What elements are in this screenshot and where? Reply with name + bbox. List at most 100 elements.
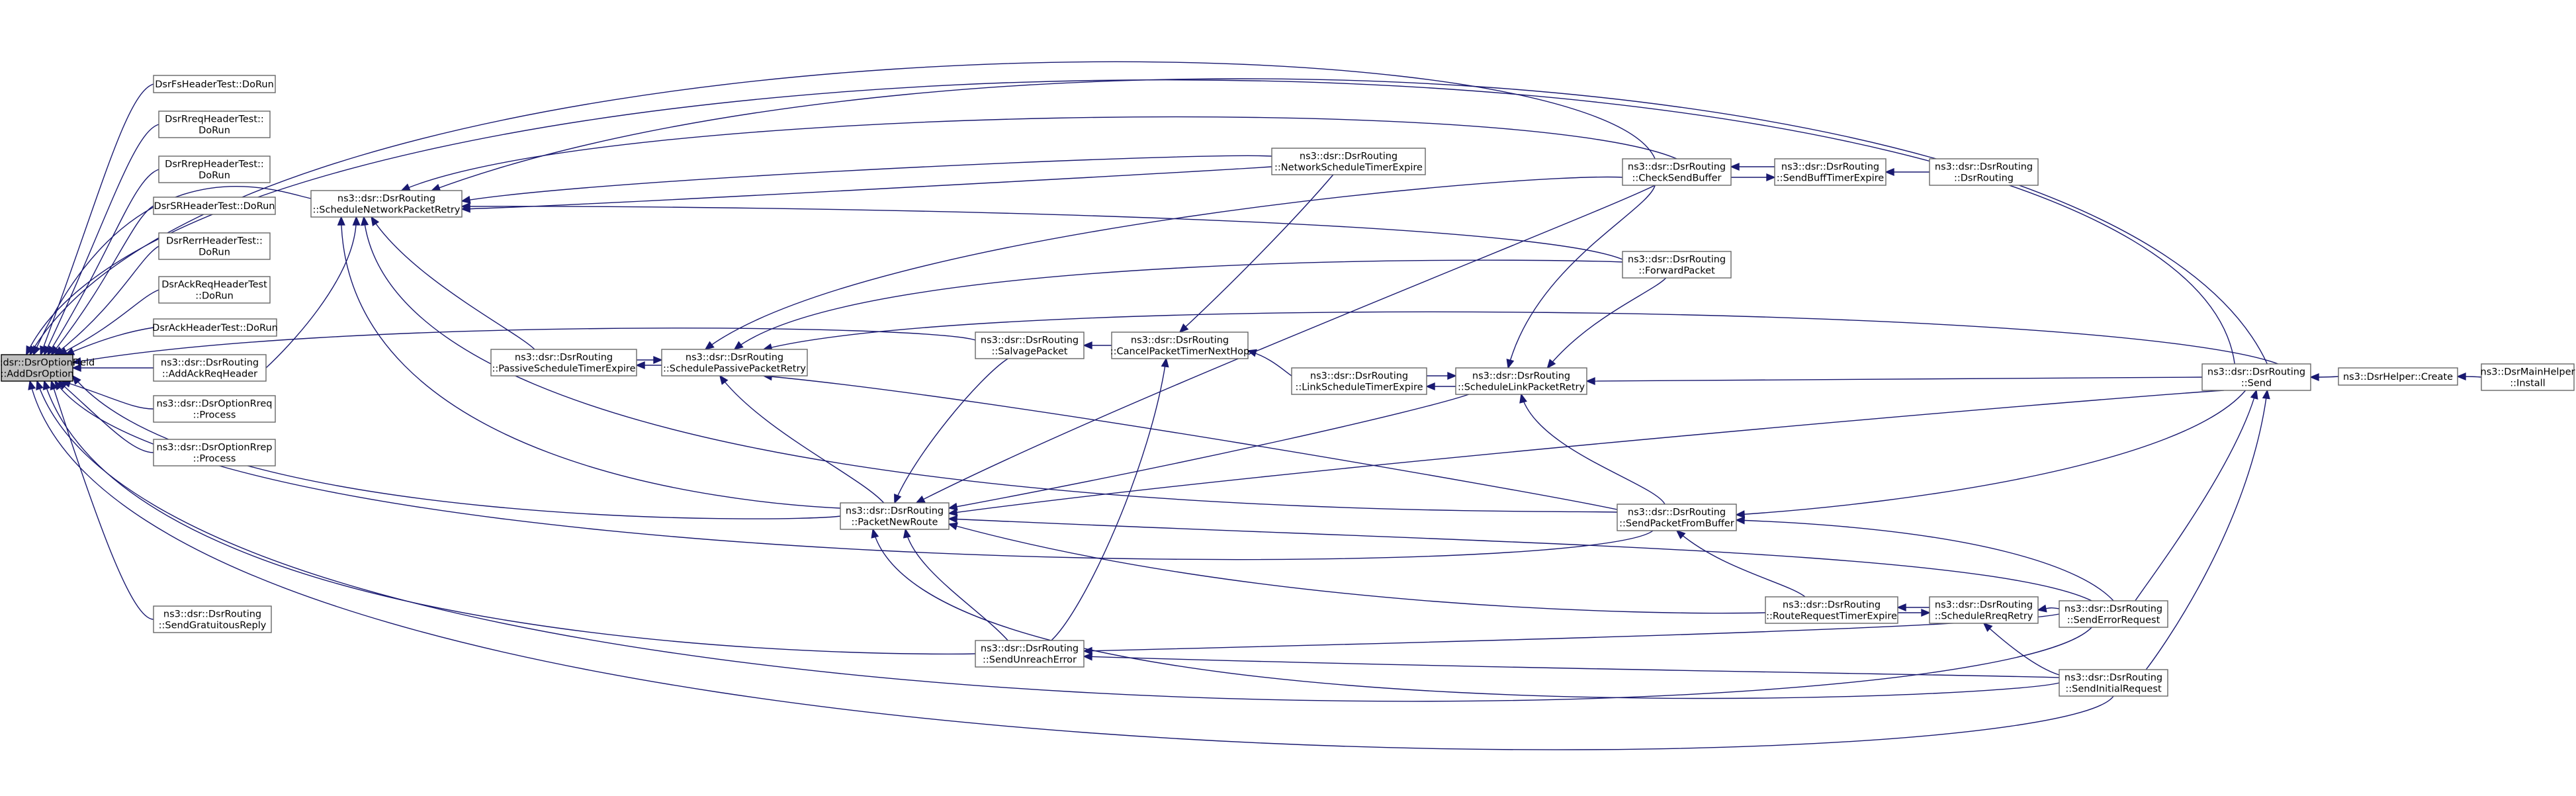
node-box bbox=[158, 155, 271, 183]
node-link-schedule-timer-expire[interactable]: ns3::dsr::DsrRouting::LinkScheduleTimerE… bbox=[1291, 367, 1427, 395]
node-label: ns3::dsr::DsrOptionRrep bbox=[157, 443, 273, 453]
node-label: ns3::dsr::DsrRouting bbox=[1935, 162, 2033, 173]
node-dsr-routing[interactable]: ns3::dsr::DsrRouting::DsrRouting bbox=[1929, 158, 2039, 186]
edge-line bbox=[948, 523, 1766, 614]
node-box bbox=[975, 332, 1085, 359]
node-rrep-header-test[interactable]: DsrRrepHeaderTest::DoRun bbox=[158, 155, 271, 183]
node-box bbox=[153, 439, 276, 466]
node-ack-req-header-test[interactable]: DsrAckReqHeaderTest::DoRun bbox=[158, 276, 271, 304]
edge-option-rrep-process-to-add-dsr-option bbox=[58, 380, 154, 453]
node-schedule-rreq-retry[interactable]: ns3::dsr::DsrRouting::ScheduleRreqRetry bbox=[1929, 596, 2039, 624]
edge-schedule-passive-packet-retry-to-passive-schedule-timer-expire bbox=[635, 361, 662, 370]
node-sr-header-test[interactable]: DsrSRHeaderTest::DoRun bbox=[153, 197, 276, 215]
edge-line bbox=[65, 327, 154, 355]
node-send-gratuitous-reply[interactable]: ns3::dsr::DsrRouting::SendGratuitousRepl… bbox=[153, 605, 272, 633]
node-packet-new-route[interactable]: ns3::dsr::DsrRouting::PacketNewRoute bbox=[840, 502, 950, 530]
node-label: ns3::dsr::DsrRouting bbox=[1131, 335, 1229, 346]
node-send-buff-timer-expire[interactable]: ns3::dsr::DsrRouting::SendBuffTimerExpir… bbox=[1774, 158, 1887, 186]
node-rreq-header-test[interactable]: DsrRreqHeaderTest::DoRun bbox=[158, 111, 271, 138]
node-main-helper-install[interactable]: ns3::DsrMainHelper::Install bbox=[2481, 363, 2575, 391]
node-route-request-timer-expire[interactable]: ns3::dsr::DsrRouting::RouteRequestTimerE… bbox=[1765, 596, 1898, 624]
node-label: ::DsrRouting bbox=[1954, 173, 2014, 184]
edge-line bbox=[461, 155, 1272, 202]
node-option-rreq-process[interactable]: ns3::dsr::DsrOptionRreq::Process bbox=[153, 395, 276, 423]
node-check-send-buffer[interactable]: ns3::dsr::DsrRouting::CheckSendBuffer bbox=[1622, 158, 1732, 186]
node-add-ack-req-header[interactable]: ns3::dsr::DsrRouting::AddAckReqHeader bbox=[153, 354, 267, 382]
edge-line bbox=[58, 289, 159, 355]
node-label: DsrFsHeaderTest::DoRun bbox=[155, 79, 274, 90]
edge-arrowhead bbox=[1447, 371, 1457, 380]
edge-arrowhead bbox=[1896, 603, 1906, 612]
node-helper-create[interactable]: ns3::DsrHelper::Create bbox=[2338, 367, 2458, 386]
node-rerr-header-test[interactable]: DsrRerrHeaderTest::DoRun bbox=[158, 232, 271, 260]
edge-line bbox=[705, 176, 1623, 350]
edge-check-send-buffer-to-schedule-link-packet-retry bbox=[1506, 185, 1656, 369]
edge-send-error-request-to-schedule-rreq-retry bbox=[2037, 604, 2060, 613]
node-fs-header-test[interactable]: DsrFsHeaderTest::DoRun bbox=[153, 75, 276, 93]
node-send[interactable]: ns3::dsr::DsrRouting::Send bbox=[2201, 363, 2311, 391]
edge-arrowhead bbox=[352, 216, 361, 226]
node-box bbox=[310, 190, 463, 218]
node-label: ns3::dsr::DsrOptionField bbox=[0, 358, 95, 369]
edge-forward-packet-to-schedule-network-packet-retry bbox=[461, 202, 1623, 260]
node-box bbox=[2059, 669, 2168, 697]
node-send-error-request[interactable]: ns3::dsr::DsrRouting::SendErrorRequest bbox=[2059, 600, 2168, 628]
edge-arrowhead bbox=[1247, 349, 1257, 357]
edge-route-request-timer-expire-to-packet-new-route bbox=[948, 522, 1766, 614]
node-label: ns3::dsr::DsrRouting bbox=[981, 644, 1079, 654]
node-cancel-packet-timer-next-hop[interactable]: ns3::dsr::DsrRouting::CancelPacketTimerN… bbox=[1110, 332, 1250, 359]
edge-add-ack-req-header-to-schedule-network-packet-retry bbox=[265, 216, 361, 369]
edge-arrowhead bbox=[1506, 359, 1515, 369]
node-box bbox=[158, 276, 271, 304]
edge-arrowhead bbox=[1161, 357, 1169, 368]
edge-arrowhead bbox=[28, 380, 36, 390]
node-passive-schedule-timer-expire[interactable]: ns3::dsr::DsrRouting::PassiveScheduleTim… bbox=[490, 349, 637, 376]
edge-send-error-request-to-send-unreach-error bbox=[1083, 613, 2060, 655]
edge-passive-schedule-timer-expire-to-schedule-passive-packet-retry bbox=[637, 355, 663, 365]
node-schedule-network-packet-retry[interactable]: ns3::dsr::DsrRouting::ScheduleNetworkPac… bbox=[310, 190, 463, 218]
edge-rerr-header-test-to-add-dsr-option bbox=[54, 245, 159, 356]
node-salvage-packet[interactable]: ns3::dsr::DsrRouting::SalvagePacket bbox=[975, 332, 1085, 359]
node-label: ::Process bbox=[193, 410, 236, 421]
node-box bbox=[1622, 158, 1732, 186]
edge-arrowhead bbox=[71, 357, 82, 365]
node-box bbox=[2338, 367, 2458, 386]
edge-link-schedule-timer-expire-to-cancel-packet-timer-next-hop bbox=[1247, 349, 1292, 376]
edge-line bbox=[1736, 519, 2114, 601]
node-send-unreach-error[interactable]: ns3::dsr::DsrRouting::SendUnreachError bbox=[975, 640, 1085, 668]
edge-send-packet-from-buffer-to-schedule-link-packet-retry bbox=[1519, 393, 1666, 505]
node-label: ::SalvagePacket bbox=[992, 347, 1068, 357]
edge-send-to-schedule-link-packet-retry bbox=[1585, 376, 2203, 386]
node-label: ns3::dsr::DsrRouting bbox=[515, 353, 613, 363]
edge-line bbox=[1083, 613, 2060, 652]
edge-arrowhead bbox=[948, 502, 958, 511]
node-label: ::SendErrorRequest bbox=[2067, 615, 2160, 626]
edge-arrowhead bbox=[1178, 323, 1189, 333]
edge-forward-packet-to-schedule-passive-packet-retry bbox=[733, 259, 1623, 351]
edge-line bbox=[363, 216, 1618, 513]
node-forward-packet[interactable]: ns3::dsr::DsrRouting::ForwardPacket bbox=[1622, 251, 1732, 279]
edge-line bbox=[44, 380, 976, 655]
node-option-rrep-process[interactable]: ns3::dsr::DsrOptionRrep::Process bbox=[153, 439, 276, 466]
node-schedule-link-packet-retry[interactable]: ns3::dsr::DsrRouting::ScheduleLinkPacket… bbox=[1455, 367, 1587, 395]
edge-arrowhead bbox=[400, 183, 411, 191]
edge-send-buff-timer-expire-to-check-send-buffer bbox=[1730, 162, 1775, 171]
edge-arrowhead bbox=[1425, 382, 1435, 391]
node-network-schedule-timer-expire[interactable]: ns3::dsr::DsrRouting::NetworkScheduleTim… bbox=[1271, 148, 1426, 175]
node-label: ::NetworkScheduleTimerExpire bbox=[1274, 163, 1423, 173]
node-schedule-passive-packet-retry[interactable]: ns3::dsr::DsrRouting::SchedulePassivePac… bbox=[661, 349, 808, 376]
node-label: DsrAckReqHeaderTest bbox=[161, 280, 267, 290]
edge-network-schedule-timer-expire-to-schedule-network-packet-retry bbox=[461, 155, 1272, 204]
edge-line bbox=[948, 518, 2092, 601]
node-send-packet-from-buffer[interactable]: ns3::dsr::DsrRouting::SendPacketFromBuff… bbox=[1617, 504, 1737, 531]
node-send-initial-request[interactable]: ns3::dsr::DsrRouting::SendInitialRequest bbox=[2059, 669, 2168, 697]
edge-send-error-request-to-packet-new-route bbox=[948, 515, 2092, 601]
edge-arrowhead bbox=[47, 345, 56, 356]
edge-line bbox=[72, 328, 976, 363]
edge-line bbox=[72, 375, 841, 519]
node-label: ::SendInitialRequest bbox=[2065, 684, 2162, 695]
node-ack-header-test[interactable]: DsrAckHeaderTest::DoRun bbox=[152, 318, 278, 337]
edge-send-unreach-error-to-packet-new-route bbox=[903, 528, 1008, 641]
node-box bbox=[1929, 596, 2039, 624]
node-add-dsr-option[interactable]: ns3::dsr::DsrOptionField::AddDsrOption bbox=[0, 354, 95, 382]
